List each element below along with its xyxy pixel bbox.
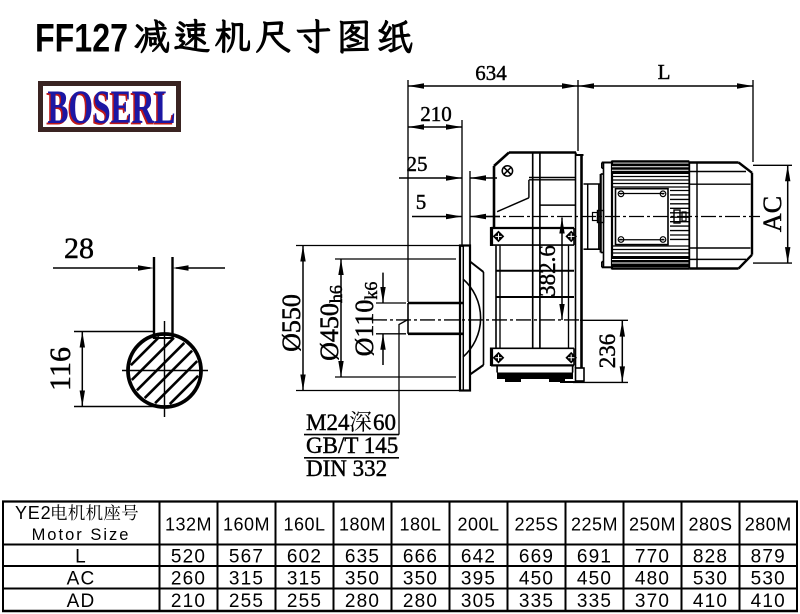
svg-text:160L: 160L	[283, 515, 325, 535]
svg-text:410: 410	[751, 591, 786, 612]
svg-text:132M: 132M	[165, 515, 212, 535]
svg-text:530: 530	[751, 569, 786, 590]
svg-text:AC: AC	[758, 196, 787, 232]
svg-text:480: 480	[635, 569, 670, 590]
svg-text:280M: 280M	[745, 515, 792, 535]
svg-text:25: 25	[407, 152, 428, 176]
svg-text:L: L	[75, 547, 87, 568]
svg-text:255: 255	[287, 591, 322, 612]
svg-text:GB/T 145: GB/T 145	[306, 433, 398, 458]
svg-text:602: 602	[287, 547, 322, 568]
svg-text:M24: M24	[306, 410, 350, 435]
svg-text:315: 315	[287, 569, 322, 590]
svg-text:AD: AD	[67, 591, 96, 612]
svg-text:567: 567	[229, 547, 264, 568]
svg-text:635: 635	[345, 547, 380, 568]
svg-text:642: 642	[461, 547, 496, 568]
svg-text:180L: 180L	[399, 515, 441, 535]
svg-text:305: 305	[461, 591, 496, 612]
svg-text:315: 315	[229, 569, 264, 590]
svg-text:FF127: FF127	[35, 17, 128, 61]
svg-text:BOSERL: BOSERL	[46, 86, 174, 127]
svg-text:AC: AC	[67, 569, 96, 590]
svg-text:28: 28	[64, 232, 94, 265]
svg-text:260: 260	[171, 569, 206, 590]
svg-text:YE2: YE2	[15, 503, 51, 523]
svg-text:200L: 200L	[457, 515, 499, 535]
svg-text:691: 691	[577, 547, 612, 568]
svg-text:5: 5	[416, 190, 427, 214]
svg-text:530: 530	[693, 569, 728, 590]
svg-text:520: 520	[171, 547, 206, 568]
svg-text:210: 210	[420, 102, 452, 126]
svg-text:236: 236	[595, 334, 620, 369]
svg-text:370: 370	[635, 591, 670, 612]
svg-text:116: 116	[44, 347, 77, 391]
svg-text:828: 828	[693, 547, 728, 568]
svg-text:Ø450h6: Ø450h6	[315, 285, 346, 361]
svg-text:Motor Size: Motor Size	[32, 526, 131, 544]
svg-text:210: 210	[171, 591, 206, 612]
svg-text:335: 335	[577, 591, 612, 612]
svg-text:Ø550: Ø550	[277, 294, 306, 352]
svg-text:450: 450	[519, 569, 554, 590]
svg-text:879: 879	[751, 547, 786, 568]
svg-text:280: 280	[403, 591, 438, 612]
svg-text:225M: 225M	[571, 515, 618, 535]
svg-text:666: 666	[403, 547, 438, 568]
svg-text:250M: 250M	[629, 515, 676, 535]
svg-text:BOSERL: BOSERL	[48, 86, 176, 127]
svg-text:350: 350	[403, 569, 438, 590]
svg-text:770: 770	[635, 547, 670, 568]
svg-text:335: 335	[519, 591, 554, 612]
svg-text:L: L	[658, 60, 671, 84]
svg-text:395: 395	[461, 569, 496, 590]
svg-text:180M: 180M	[339, 515, 386, 535]
svg-text:450: 450	[577, 569, 612, 590]
svg-text:160M: 160M	[223, 515, 270, 535]
svg-text:350: 350	[345, 569, 380, 590]
svg-text:225S: 225S	[514, 515, 558, 535]
svg-text:DIN 332: DIN 332	[306, 456, 387, 481]
svg-text:280S: 280S	[688, 515, 732, 535]
svg-text:669: 669	[519, 547, 554, 568]
svg-text:Ø110k6: Ø110k6	[350, 282, 381, 357]
svg-text:280: 280	[345, 591, 380, 612]
svg-text:410: 410	[693, 591, 728, 612]
svg-text:60: 60	[373, 410, 396, 435]
svg-text:255: 255	[229, 591, 264, 612]
svg-text:634: 634	[475, 61, 507, 85]
